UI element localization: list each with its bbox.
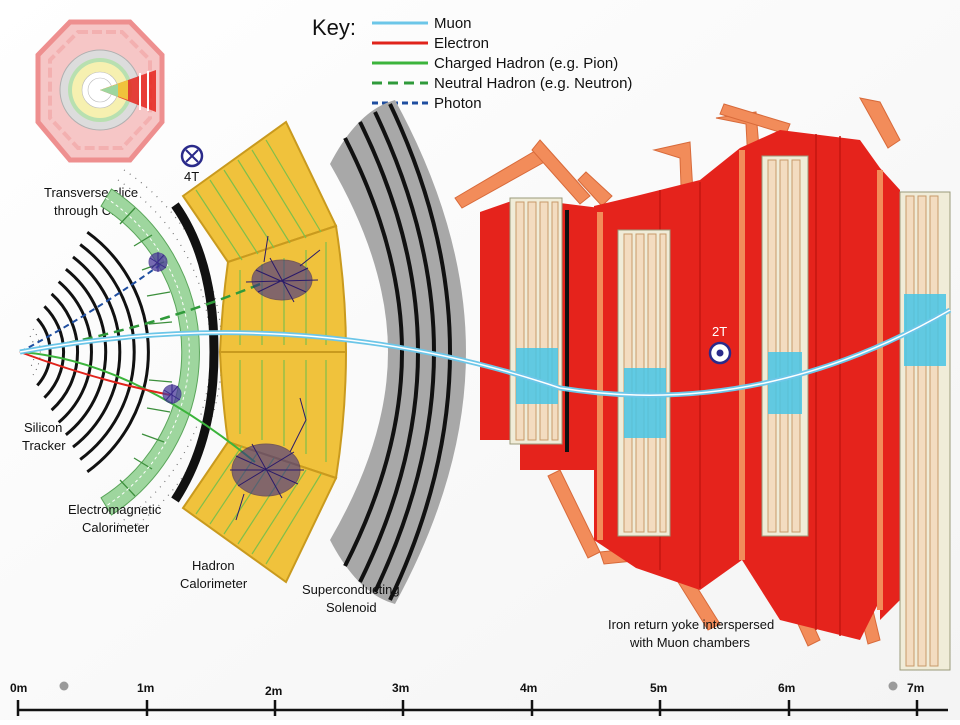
key-item-muon: Muon (434, 15, 472, 32)
key-title: Key: (312, 15, 356, 40)
hcal-shower-upper (245, 235, 321, 303)
scale-tick-2m: 2m (265, 684, 282, 698)
particle-tracks (19, 264, 952, 463)
scale-tick-1m: 1m (137, 681, 154, 695)
electron-track (19, 351, 171, 396)
scale-tick-6m: 6m (778, 681, 795, 695)
charged-hadron-track (19, 351, 256, 463)
scale-tick-5m: 5m (650, 681, 667, 695)
scale-dot-right (888, 681, 898, 691)
electromagnetic-calorimeter (100, 188, 200, 516)
tracker-pixel-layers (29, 328, 41, 376)
inner-field-label: 4T (184, 169, 199, 184)
silicon-tracker (36, 230, 150, 474)
hcal-shower-lower (230, 397, 307, 521)
outer-field-label: 2T (712, 324, 727, 339)
key-item-neutral-hadron: Neutral Hadron (e.g. Neutron) (434, 75, 632, 92)
muon-chamber-3 (761, 155, 809, 537)
scale-dot-left (59, 681, 69, 691)
magnetic-field-out-of-page-icon (708, 341, 732, 365)
scale-tick-3m: 3m (392, 681, 409, 695)
hcal-label-line1: Hadron (192, 558, 235, 573)
magnetic-field-into-page-icon (180, 144, 204, 168)
hcal-label-line2: Calorimeter (180, 576, 248, 591)
tracker-label-line2: Tracker (22, 438, 66, 453)
photon-track (19, 264, 161, 353)
scale-tick-7m: 7m (907, 681, 924, 695)
distance-scale: 0m 1m 2m 3m 4m 5m 6m 7m (10, 681, 948, 716)
solenoid-label-line1: Superconducting (302, 582, 400, 597)
transverse-slice-inset (35, 19, 165, 163)
key-item-electron: Electron (434, 35, 489, 52)
calorimeter-boundary (171, 202, 219, 503)
scale-tick-0m: 0m (10, 681, 27, 695)
key-item-photon: Photon (434, 95, 482, 112)
ecal-shower-upper (148, 252, 168, 272)
muon-chamber-4 (899, 191, 951, 671)
key-item-charged-hadron: Charged Hadron (e.g. Pion) (434, 55, 618, 72)
scale-tick-4m: 4m (520, 681, 537, 695)
tracker-label-line1: Silicon (24, 420, 62, 435)
muon-track-highlight (19, 309, 951, 396)
key-legend: Key: Muon Electron Charged Hadron (e.g. … (312, 15, 632, 112)
solenoid-label-line2: Solenoid (326, 600, 377, 615)
yoke-label-line2: with Muon chambers (629, 635, 750, 650)
ecal-label-line2: Calorimeter (82, 520, 150, 535)
muon-chamber-2 (617, 229, 671, 537)
ecal-label-line1: Electromagnetic (68, 502, 162, 517)
yoke-label-line1: Iron return yoke interspersed (608, 617, 774, 632)
ecal-shower-lower (162, 384, 182, 404)
muon-chamber-1 (509, 197, 563, 445)
